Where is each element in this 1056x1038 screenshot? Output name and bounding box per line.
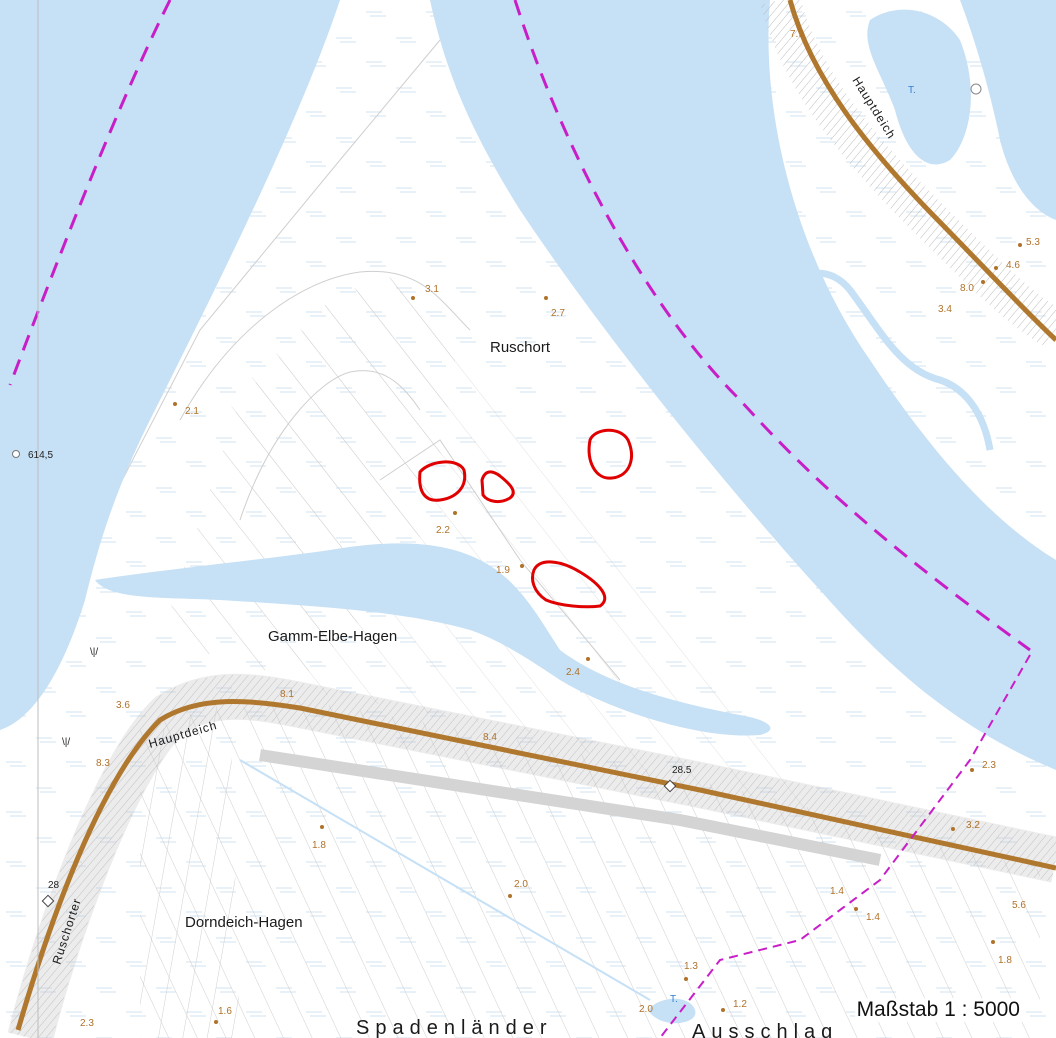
elevation-label: 1.4	[866, 912, 880, 923]
marker-28-label: 28	[48, 880, 60, 891]
elevation-label: 2.3	[80, 1018, 94, 1029]
place-spadenlaender: Spadenländer	[356, 1017, 553, 1038]
elevation-label: 3.4	[938, 304, 952, 315]
pond-south	[648, 998, 696, 1024]
elevation-label: 8.1	[280, 689, 294, 700]
place-gamm-elbe-hagen: Gamm-Elbe-Hagen	[268, 628, 397, 645]
marker-28-icon[interactable]	[41, 894, 55, 908]
water-mark-t: T.	[908, 85, 916, 96]
survey-point-icon	[970, 83, 982, 95]
highlight-area-1[interactable]	[418, 460, 467, 502]
elevation-label: 2.2	[436, 525, 450, 536]
river-elbe-main	[430, 0, 1056, 770]
parcel-area-dorndeich	[140, 700, 240, 1038]
km-marker-label: 614,5	[28, 450, 53, 461]
elevation-label: 3.2	[966, 820, 980, 831]
hauptdeich-road	[15, 698, 1056, 1031]
hauptdeich-road-north	[787, 0, 1056, 342]
elevation-label: 2.7	[551, 308, 565, 319]
elevation-label: 8.0	[960, 283, 974, 294]
elevation-label: 2.0	[639, 1004, 653, 1015]
parcel-area-south	[140, 700, 1040, 1038]
reed-icon: \|/	[62, 737, 70, 748]
scale-label: Maßstab 1 : 5000	[854, 998, 1022, 1022]
elevation-label: 2.1	[185, 406, 199, 417]
km-marker-icon	[12, 450, 20, 458]
elevation-label: 7.9	[790, 29, 804, 40]
water-northeast	[960, 0, 1056, 220]
elevation-label: 5.6	[1012, 900, 1026, 911]
highlight-areas[interactable]	[418, 428, 633, 609]
elevation-label: 1.3	[684, 961, 698, 972]
elevation-label: 1.2	[733, 999, 747, 1010]
parcel-area-ruschort	[230, 280, 840, 820]
place-dorndeich-hagen: Dorndeich-Hagen	[185, 914, 303, 931]
pond-north	[867, 9, 971, 165]
boundary-southeast	[659, 654, 1031, 1038]
elevation-label: 1.6	[218, 1006, 232, 1017]
elevation-label: 1.4	[830, 886, 844, 897]
water-mark-t: T.	[670, 994, 678, 1005]
elevation-label: 1.8	[312, 840, 326, 851]
elevation-label: 2.4	[566, 667, 580, 678]
elevation-label: 1.8	[998, 955, 1012, 966]
elevation-label: 3.1	[425, 284, 439, 295]
place-ruschort: Ruschort	[490, 339, 551, 356]
marker-28-5-label: 28.5	[672, 765, 692, 776]
river-elbe-west	[0, 0, 340, 730]
place-ausschlag: Ausschlag	[692, 1021, 838, 1038]
marker-28-5-icon[interactable]	[663, 779, 677, 793]
elevation-label: 8.4	[483, 732, 497, 743]
boundary-west	[8, 0, 172, 386]
creek	[786, 269, 994, 451]
reed-icon: \|/	[90, 647, 98, 658]
highlight-area-4[interactable]	[531, 560, 607, 609]
elevation-label: 2.0	[514, 879, 528, 890]
boundary-river	[513, 0, 1031, 652]
highlight-area-2[interactable]	[480, 470, 515, 504]
elevation-label: 2.3	[982, 760, 996, 771]
elevation-label: 1.9	[496, 565, 510, 576]
elevation-label: 5.3	[1026, 237, 1040, 248]
dike-embankment	[8, 674, 1056, 1038]
elevation-label: 8.3	[96, 758, 110, 769]
highlight-area-3[interactable]	[587, 428, 633, 480]
gamm-elbe-hagen-water	[95, 543, 771, 736]
elevation-label: 4.6	[1006, 260, 1020, 271]
elevation-label: 3.6	[116, 700, 130, 711]
